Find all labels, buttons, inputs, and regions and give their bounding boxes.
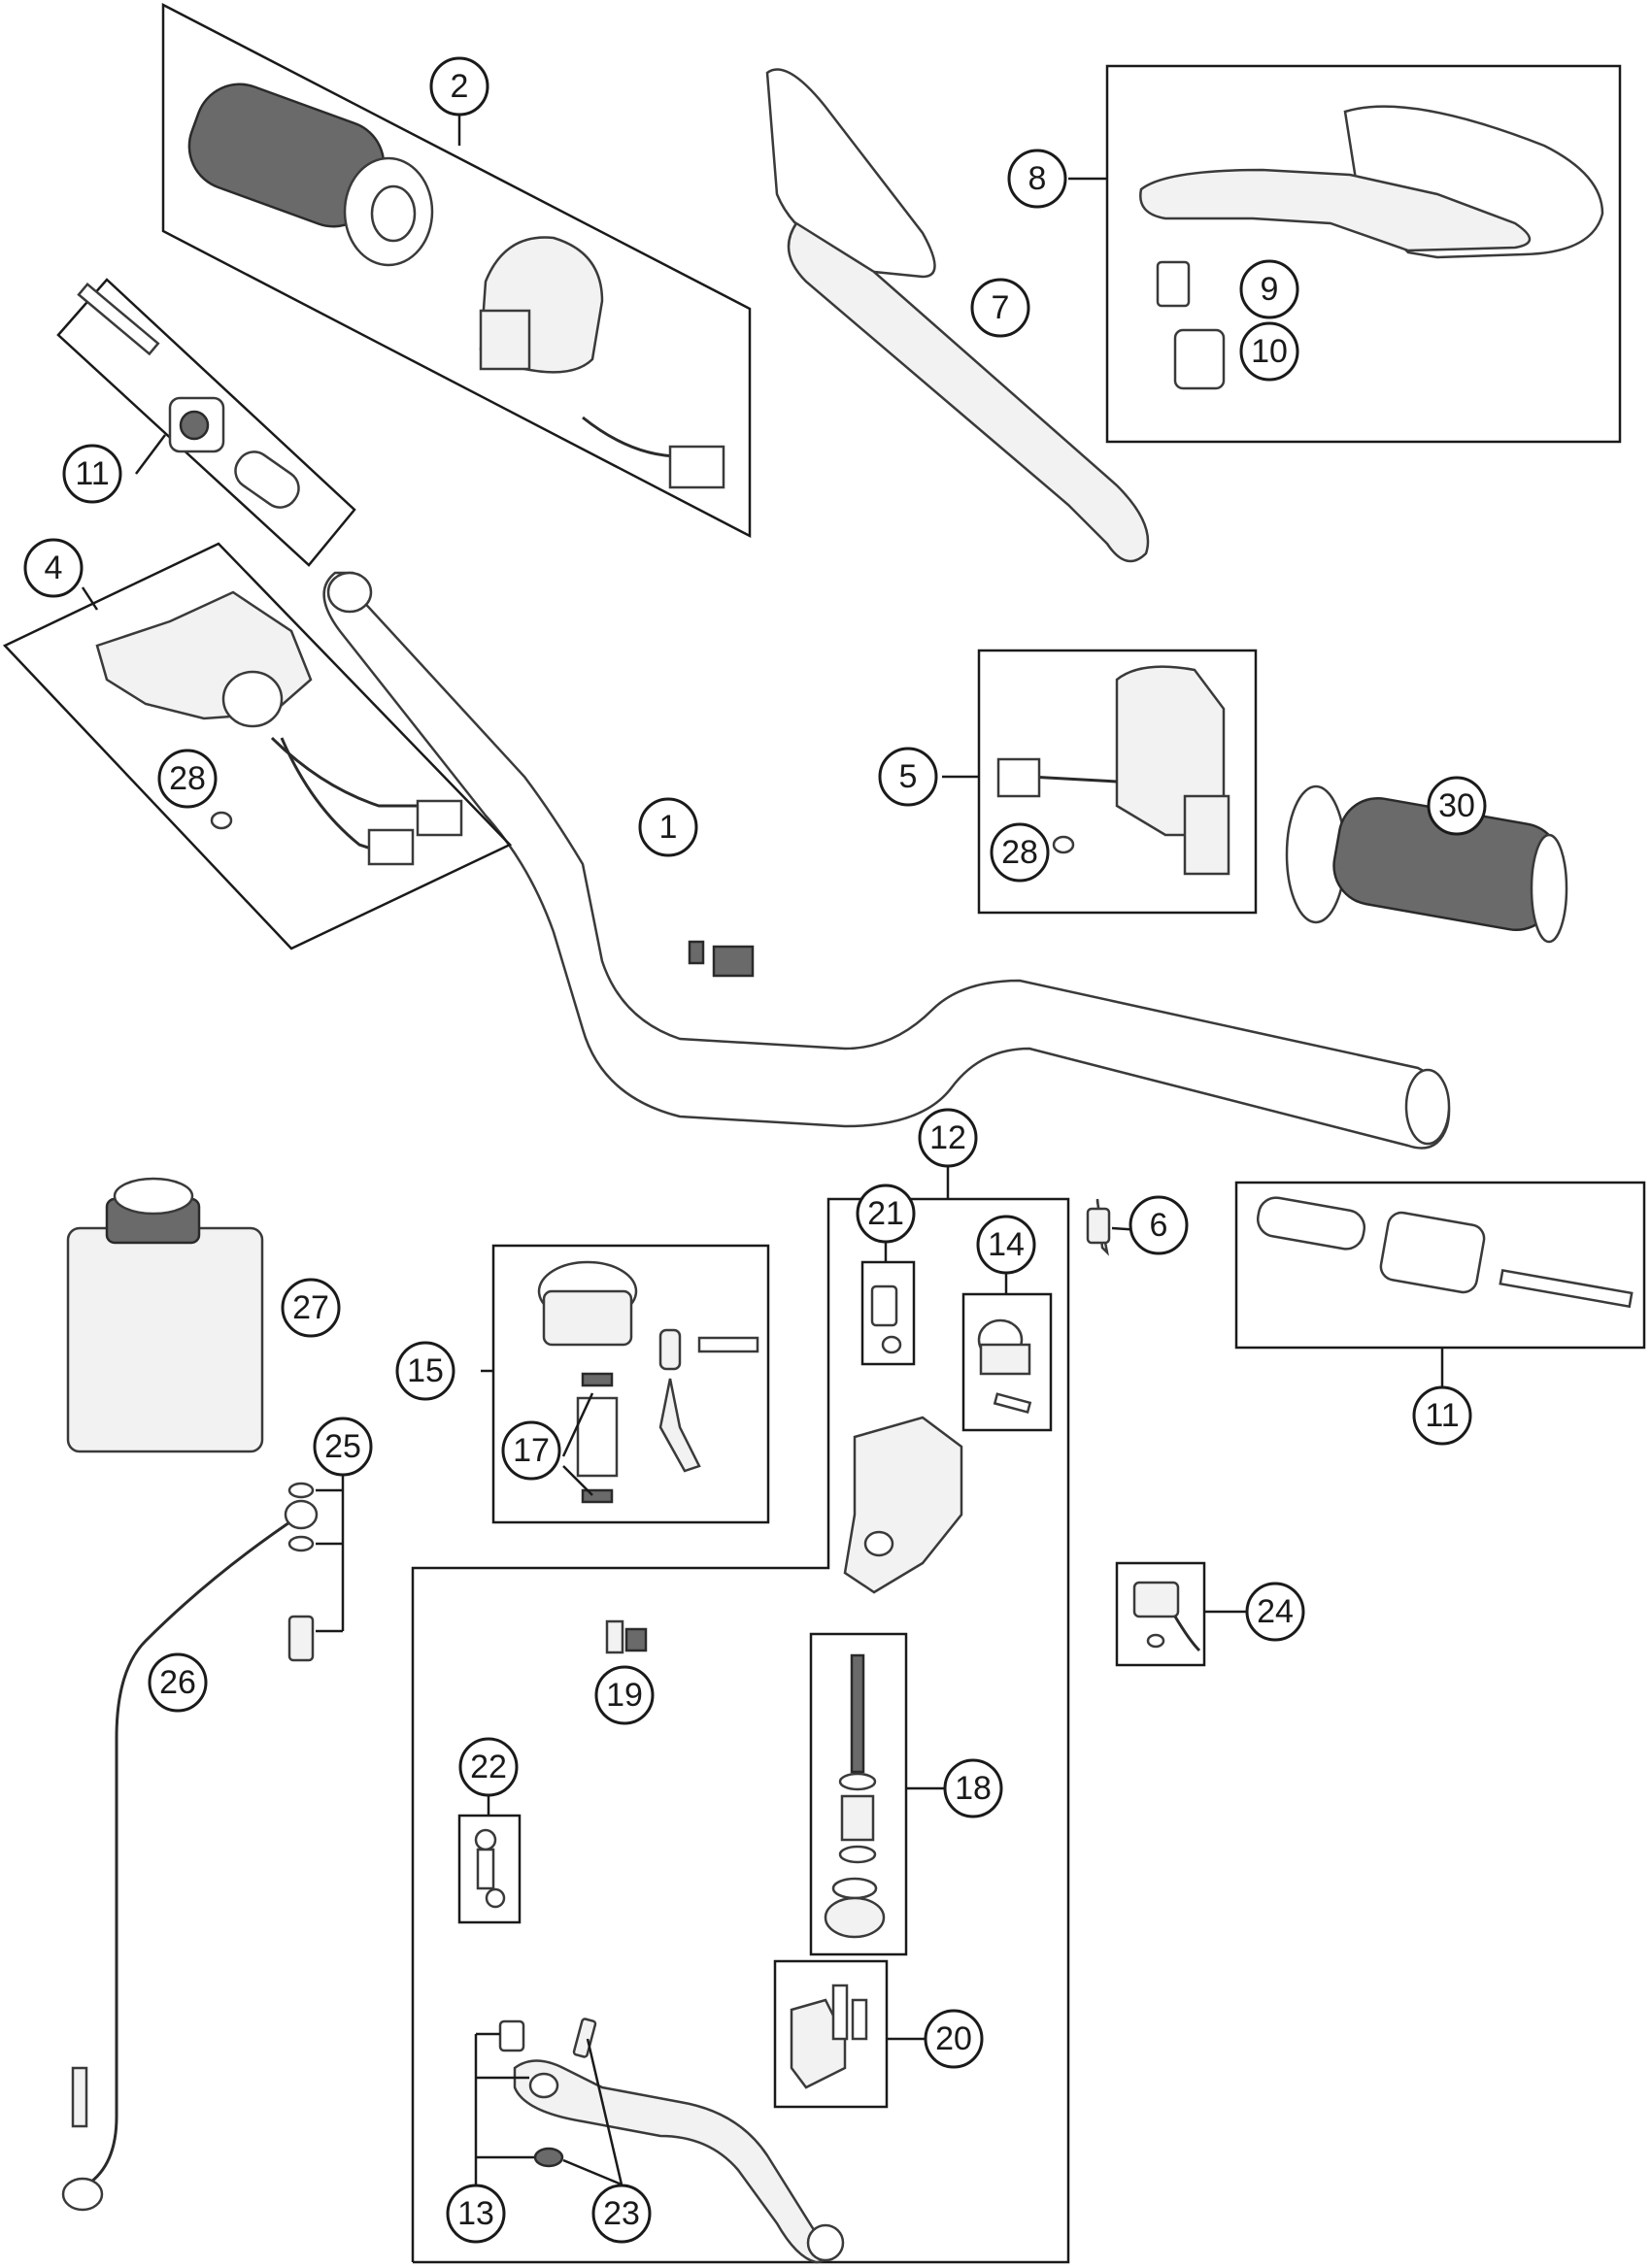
callout-28-left: 28: [157, 749, 218, 809]
svg-text:24: 24: [1257, 1593, 1294, 1630]
callout-18: 18: [943, 1758, 1003, 1818]
callout-1: 1: [638, 797, 698, 857]
callout-27: 27: [281, 1278, 341, 1338]
svg-text:10: 10: [1251, 333, 1288, 370]
group-8-box: [1105, 64, 1622, 444]
svg-text:14: 14: [988, 1226, 1025, 1263]
leader-lines: [81, 108, 1444, 2186]
svg-text:27: 27: [292, 1289, 329, 1326]
callout-10: 10: [1239, 321, 1299, 382]
subgroup-22-box: [457, 1814, 522, 1924]
svg-text:21: 21: [867, 1195, 904, 1232]
brake-hose: [61, 1482, 319, 2212]
svg-text:1: 1: [659, 809, 678, 846]
callout-24: 24: [1245, 1582, 1305, 1642]
group-11-right-box: [1234, 1181, 1646, 1350]
callout-30: 30: [1427, 776, 1487, 836]
group-11-left-box: [56, 278, 356, 567]
throttle-grip-left: [187, 83, 434, 267]
svg-text:26: 26: [159, 1664, 196, 1701]
callout-13: 13: [446, 2184, 506, 2244]
subgroup-18-box: [809, 1632, 908, 1956]
svg-text:13: 13: [457, 2195, 494, 2232]
mirror: [765, 68, 1150, 563]
callout-11-right: 11: [1412, 1385, 1472, 1446]
svg-text:11: 11: [75, 455, 109, 492]
callout-25: 25: [313, 1417, 373, 1477]
brake-fluid-bottle: [66, 1177, 264, 1453]
svg-text:6: 6: [1150, 1207, 1168, 1244]
svg-text:22: 22: [470, 1749, 507, 1785]
callout-20: 20: [924, 2009, 984, 2069]
svg-text:19: 19: [606, 1677, 643, 1714]
group-5-box: [977, 649, 1258, 915]
callout-15: 15: [395, 1341, 455, 1401]
callout-19: 19: [594, 1665, 655, 1725]
callout-12: 12: [918, 1108, 978, 1168]
group-12-box: [411, 1197, 1111, 2264]
svg-text:28: 28: [169, 760, 206, 797]
svg-text:18: 18: [955, 1770, 992, 1807]
svg-text:9: 9: [1261, 271, 1279, 308]
group-4-box: [2, 542, 513, 951]
svg-text:2: 2: [451, 68, 469, 105]
svg-text:28: 28: [1001, 834, 1038, 871]
callout-8: 8: [1007, 149, 1067, 209]
svg-text:4: 4: [45, 550, 63, 586]
subgroup-20-box: [773, 1959, 889, 2109]
callout-11-top-left: 11: [62, 444, 122, 504]
callout-22: 22: [458, 1737, 519, 1797]
handlebar: [322, 571, 1451, 1150]
group-24-box: [1115, 1561, 1206, 1667]
svg-text:8: 8: [1028, 160, 1047, 197]
svg-text:17: 17: [513, 1432, 550, 1469]
group-2-box: [161, 2, 752, 539]
callout-14: 14: [976, 1215, 1036, 1275]
svg-text:20: 20: [935, 2020, 972, 2057]
svg-text:12: 12: [929, 1119, 966, 1156]
svg-text:23: 23: [603, 2195, 640, 2232]
svg-text:30: 30: [1438, 787, 1475, 824]
callout-6: 6: [1129, 1195, 1189, 1255]
svg-text:5: 5: [899, 758, 918, 795]
svg-text:25: 25: [324, 1428, 361, 1465]
subgroup-21-box: [860, 1260, 916, 1366]
svg-text:11: 11: [1425, 1397, 1459, 1434]
svg-text:15: 15: [407, 1352, 444, 1389]
callout-28-right: 28: [990, 822, 1050, 883]
svg-text:7: 7: [992, 289, 1010, 326]
grip-right: [1285, 784, 1568, 944]
subgroup-14-box: [961, 1292, 1053, 1432]
callout-5: 5: [878, 747, 938, 807]
callout-7: 7: [970, 278, 1030, 338]
callout-9: 9: [1239, 259, 1299, 319]
part-19: [605, 1619, 648, 1654]
callout-17: 17: [501, 1420, 561, 1481]
switch-housing-left: [479, 236, 725, 489]
callout-2: 2: [429, 56, 489, 117]
callout-21: 21: [856, 1184, 916, 1244]
callout-23: 23: [591, 2184, 652, 2244]
callout-4: 4: [23, 538, 84, 598]
callout-26: 26: [148, 1652, 208, 1713]
clutch-lever: [498, 2018, 845, 2264]
group-15-box: [491, 1244, 770, 1524]
